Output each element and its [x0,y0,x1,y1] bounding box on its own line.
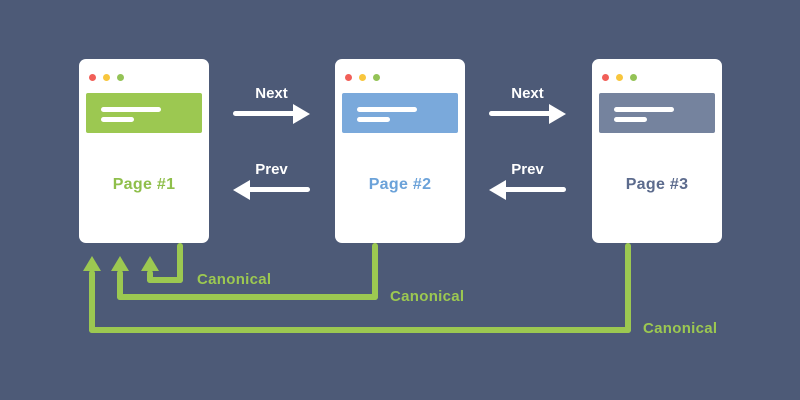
prev-arrow-2: Prev [489,162,566,200]
window-controls [89,74,124,82]
next-label: Next [511,85,544,102]
close-dot-icon [89,74,96,81]
page-title: Page #1 [112,176,176,193]
text-line-placeholder [101,107,161,112]
maximize-dot-icon [630,74,637,81]
next-label: Next [255,85,288,102]
canonical-label: Canonical [197,271,272,288]
next-arrow-2: Next [489,86,566,124]
prev-arrow-1: Prev [233,162,310,200]
text-line-placeholder [614,107,674,112]
canonical-label: Canonical [643,320,718,337]
text-line-placeholder [357,117,390,122]
minimize-dot-icon [103,74,110,81]
close-dot-icon [602,74,609,81]
up-arrowhead-icon [111,256,129,271]
page-title: Page #3 [625,176,689,193]
left-arrow-icon [489,180,566,200]
right-arrow-icon [489,104,566,124]
content-block [342,93,458,133]
canonical-label: Canonical [390,288,465,305]
page-title: Page #2 [368,176,432,193]
prev-label: Prev [255,161,288,178]
browser-window-page-1: Page #1 [79,59,209,243]
right-arrow-icon [233,104,310,124]
maximize-dot-icon [117,74,124,81]
minimize-dot-icon [616,74,623,81]
close-dot-icon [345,74,352,81]
text-line-placeholder [614,117,647,122]
minimize-dot-icon [359,74,366,81]
text-line-placeholder [101,117,134,122]
left-arrow-icon [233,180,310,200]
content-block [86,93,202,133]
next-arrow-1: Next [233,86,310,124]
window-controls [345,74,380,82]
text-line-placeholder [357,107,417,112]
window-controls [602,74,637,82]
content-block [599,93,715,133]
prev-label: Prev [511,161,544,178]
browser-window-page-3: Page #3 [592,59,722,243]
up-arrowhead-icon [83,256,101,271]
browser-window-page-2: Page #2 [335,59,465,243]
up-arrowhead-icon [141,256,159,271]
maximize-dot-icon [373,74,380,81]
